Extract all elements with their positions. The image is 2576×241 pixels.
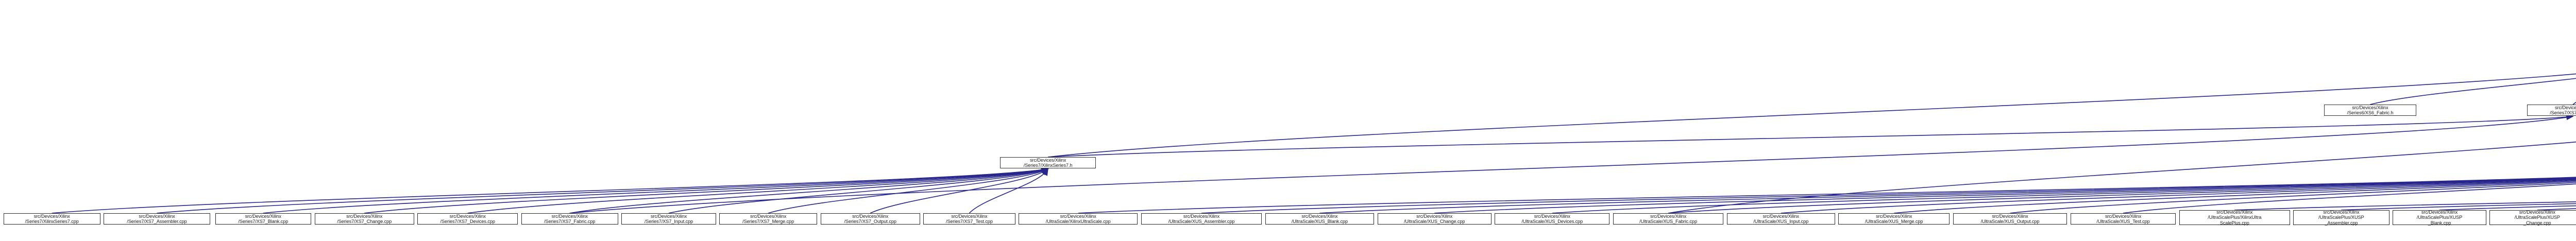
graph-node[interactable]: src/Devices/Xilinx /UltraScale/XilinxUlt… bbox=[1019, 213, 1138, 225]
graph-node[interactable]: src/Devices/Xilinx /Series6/XS6_Fabric.h bbox=[2324, 105, 2417, 116]
graph-edge bbox=[569, 168, 1049, 214]
graph-node-label: src/Devices/Xilinx /UltraScale/XUS_Fabri… bbox=[1639, 213, 1697, 224]
graph-edge bbox=[1668, 141, 2576, 214]
graph-node-label: src/Devices/Xilinx /Series7/XS7_Blank.cp… bbox=[238, 213, 289, 224]
graph-node[interactable]: src/Devices/Xilinx /Series7/XS7_Input.cp… bbox=[621, 213, 716, 225]
graph-node[interactable]: src/Devices/Xilinx /UltraScale/XUS_Test.… bbox=[2070, 213, 2176, 225]
graph-node-label: src/Devices/Xilinx /UltraScale/XUS_Input… bbox=[1753, 213, 1809, 224]
graph-node[interactable]: src/Devices/Xilinx /Series7/XS7_Merge.cp… bbox=[719, 213, 818, 225]
graph-node[interactable]: src/Devices/Xilinx /UltraScale/XUS_Outpu… bbox=[1953, 213, 2067, 225]
graph-edge bbox=[668, 168, 1049, 214]
graph-edge bbox=[2341, 203, 2576, 211]
graph-edge bbox=[569, 115, 2574, 214]
graph-edge bbox=[2010, 182, 2576, 214]
graph-node[interactable]: src/Devices/Xilinx /Series7/XS7_Change.c… bbox=[314, 213, 414, 225]
graph-node[interactable]: src/Devices/Xilinx /Series7/XS7_Test.cpp bbox=[923, 213, 1015, 225]
graph-node[interactable]: src/Devices/Xilinx /UltraScalePlus/XUSP … bbox=[2489, 210, 2576, 226]
graph-node-label: src/Devices/Xilinx /Series6/XS6_Fabric.h bbox=[2347, 105, 2394, 115]
graph-edge bbox=[2234, 201, 2576, 211]
graph-edge bbox=[157, 167, 1049, 214]
graph-edge bbox=[2123, 183, 2576, 214]
graph-node-label: src/Devices/Xilinx /Series7/XS7_Assemble… bbox=[127, 213, 187, 224]
graph-edge bbox=[1078, 177, 2576, 214]
graph-edge bbox=[1668, 179, 2576, 214]
graph-edge bbox=[364, 167, 1049, 214]
graph-node-label: src/Devices/Xilinx /Series7/XS7_Change.c… bbox=[337, 213, 392, 224]
graph-node-label: src/Devices/Xilinx /Series7/XS7_Merge.cp… bbox=[742, 213, 794, 224]
graph-node[interactable]: src/Devices/Xilinx /Series7/XS7_Fabric.h bbox=[2527, 105, 2576, 116]
graph-node[interactable]: src/Devices/Xilinx /Series7/XS7_Fabric.c… bbox=[521, 213, 618, 225]
graph-node[interactable]: src/Devices/Xilinx /UltraScale/XUS_Blank… bbox=[1265, 213, 1375, 225]
graph-edge bbox=[1434, 178, 2576, 214]
graph-node[interactable]: src/Devices/Xilinx /Series7/XilinxSeries… bbox=[999, 157, 1096, 168]
graph-edge bbox=[1201, 177, 2576, 214]
graph-node[interactable]: src/Devices/Xilinx /Series7/XS7_Output.c… bbox=[820, 213, 920, 225]
graph-node-label: src/Devices/Xilinx /Series7/XS7_Test.cpp bbox=[946, 213, 993, 224]
graph-node[interactable]: src/Devices/Xilinx /UltraScale/XUS_Input… bbox=[1726, 213, 1835, 225]
graph-node[interactable]: src/Devices/Xilinx /Series7/XS7_Blank.cp… bbox=[215, 213, 312, 225]
graph-edge bbox=[467, 168, 1049, 214]
graph-node-label: src/Devices/Xilinx /Series7/XS7_Input.cp… bbox=[644, 213, 693, 224]
graph-edge bbox=[1048, 114, 2574, 158]
graph-edge bbox=[969, 168, 1048, 214]
graph-node-label: src/Devices/Xilinx /Series7/XilinxSeries… bbox=[25, 213, 79, 224]
graph-node-label: src/Devices/Xilinx /Series7/XS7_Fabric.c… bbox=[544, 213, 596, 224]
graph-edge bbox=[1319, 177, 2576, 214]
graph-node-label: src/Devices/Xilinx /UltraScalePlus/XUSP … bbox=[2514, 210, 2560, 226]
graph-node[interactable]: src/Devices/Xilinx /Series7/XS7_Assemble… bbox=[104, 213, 210, 225]
graph-node-label: src/Devices/Xilinx /Series7/XS7_Devices.… bbox=[440, 213, 495, 224]
graph-node-label: src/Devices/Xilinx /UltraScale/XilinxUlt… bbox=[1045, 213, 1111, 224]
graph-node[interactable]: src/Devices/Xilinx /UltraScale/XUS_Merge… bbox=[1838, 213, 1950, 225]
graph-node-label: src/Devices/Xilinx /UltraScale/XUS_Chang… bbox=[1403, 213, 1465, 224]
graph-node-label: src/Devices/Xilinx /Series7/XilinxSeries… bbox=[1023, 157, 1073, 168]
graph-edge bbox=[2370, 78, 2576, 105]
graph-node-label: src/Devices/Xilinx /UltraScale/XUS_Blank… bbox=[1291, 213, 1348, 224]
graph-node[interactable]: src/Devices/Xilinx /UltraScalePlus/XUSP … bbox=[2393, 210, 2486, 226]
graph-node[interactable]: src/Devices/Xilinx /UltraScale/XUS_Devic… bbox=[1495, 213, 1610, 225]
graph-node-label: src/Devices/Xilinx /UltraScale/XUS_Devic… bbox=[1521, 213, 1583, 224]
graph-node-label: src/Devices/Xilinx /UltraScalePlus/Xilin… bbox=[2208, 210, 2262, 226]
graph-node[interactable]: src/Devices/Xilinx /UltraScalePlus/Xilin… bbox=[2179, 210, 2290, 226]
graph-edge bbox=[1894, 181, 2576, 214]
graph-edge bbox=[768, 168, 1049, 214]
graph-node-label: src/Devices/Xilinx /UltraScalePlus/XUSP … bbox=[2416, 210, 2463, 226]
graph-edge bbox=[2572, 101, 2576, 105]
graph-node-label: src/Devices/Xilinx /Series7/XS7_Fabric.h bbox=[2550, 105, 2576, 115]
graph-edge bbox=[52, 167, 1049, 214]
graph-node-label: src/Devices/Xilinx /UltraScale/XUS_Merge… bbox=[1865, 213, 1923, 224]
graph-node[interactable]: src/Devices/Xilinx /Series7/XilinxSeries… bbox=[3, 213, 100, 225]
graph-edge bbox=[870, 168, 1049, 214]
graph-node-label: src/Devices/Xilinx /UltraScale/XUS_Test.… bbox=[2096, 213, 2150, 224]
graph-edge bbox=[2439, 205, 2576, 211]
graph-node[interactable]: src/Devices/Xilinx /UltraScale/XUS_Assem… bbox=[1141, 213, 1262, 225]
graph-node-label: src/Devices/Xilinx /UltraScale/XUS_Outpu… bbox=[1980, 213, 2040, 224]
graph-node[interactable]: src/Devices/Xilinx /Series7/XS7_Devices.… bbox=[417, 213, 518, 225]
graph-edge bbox=[1781, 180, 2576, 214]
graph-node-label: src/Devices/Xilinx /UltraScalePlus/XUSP … bbox=[2318, 210, 2364, 226]
graph-node[interactable]: src/Devices/Xilinx /UltraScale/XUS_Fabri… bbox=[1613, 213, 1724, 225]
graph-edge bbox=[1552, 178, 2576, 214]
graph-node[interactable]: src/Devices/Xilinx /UltraScale/XUS_Chang… bbox=[1377, 213, 1492, 225]
graph-edge bbox=[263, 167, 1049, 214]
graph-node-label: src/Devices/Xilinx /Series7/XS7_Output.c… bbox=[844, 213, 896, 224]
graph-node[interactable]: src/Devices/Xilinx /UltraScalePlus/XUSP … bbox=[2293, 210, 2389, 226]
graph-node-label: src/Devices/Xilinx /UltraScale/XUS_Assem… bbox=[1168, 213, 1235, 224]
graph-edge bbox=[2537, 208, 2576, 211]
